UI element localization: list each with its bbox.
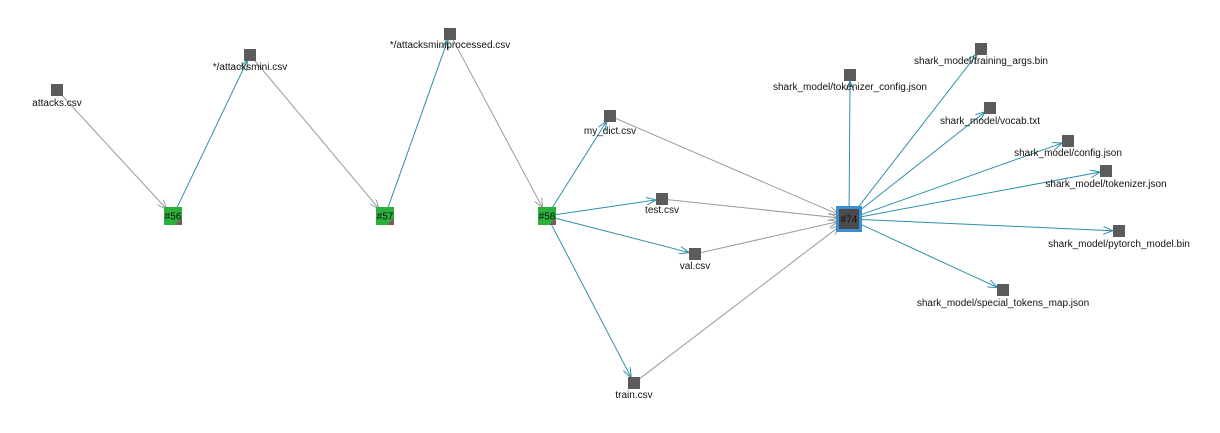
file-label-vocab: shark_model/vocab.txt bbox=[940, 116, 1040, 127]
file-node-test[interactable]: test.csv bbox=[645, 193, 679, 216]
square-file-icon bbox=[628, 377, 640, 389]
edge-attacks-to-run56 bbox=[60, 93, 167, 209]
edge-run74-to-pytorch_model bbox=[858, 218, 1112, 230]
edge-run74-to-tokenizer bbox=[858, 172, 1099, 218]
file-label-tokenizer_config: shark_model/tokenizer_config.json bbox=[773, 82, 927, 93]
edge-run56-to-attacksmini bbox=[176, 61, 248, 209]
file-label-attacks: attacks.csv bbox=[32, 98, 81, 109]
edges-layer bbox=[60, 38, 1112, 381]
run-node-run58[interactable]: #58 bbox=[538, 207, 556, 225]
run-corner-mark bbox=[175, 218, 182, 225]
edge-run58-to-test bbox=[554, 200, 655, 216]
square-file-icon bbox=[1100, 165, 1112, 177]
run-label-run58: #58 bbox=[539, 212, 556, 223]
edge-run74-to-training_args bbox=[854, 55, 977, 212]
square-file-icon bbox=[51, 84, 63, 96]
file-node-tokenizer[interactable]: shark_model/tokenizer.json bbox=[1045, 165, 1167, 190]
square-file-icon bbox=[689, 248, 701, 260]
run-label-run56: #56 bbox=[165, 212, 182, 223]
nodes-layer: attacks.csv */attacksmini.csv */attacksmin… bbox=[32, 28, 1190, 401]
file-node-attacksminiprocessed[interactable]: */attacksminiprocessed.csv bbox=[390, 28, 511, 51]
edge-attacksminiprocessed-to-run58 bbox=[452, 38, 543, 207]
edge-train-to-run74 bbox=[637, 226, 839, 381]
file-node-pytorch_model[interactable]: shark_model/pytorch_model.bin bbox=[1048, 225, 1190, 250]
file-label-tokenizer: shark_model/tokenizer.json bbox=[1045, 179, 1166, 190]
file-node-val[interactable]: val.csv bbox=[680, 248, 711, 272]
file-label-config: shark_model/config.json bbox=[1014, 148, 1122, 159]
edge-run74-to-vocab bbox=[856, 112, 985, 214]
square-file-icon bbox=[604, 110, 616, 122]
file-label-training_args: shark_model/training_args.bin bbox=[914, 56, 1048, 67]
file-label-special_tokens_map: shark_model/special_tokens_map.json bbox=[917, 298, 1089, 309]
run-square-icon bbox=[376, 207, 394, 225]
edge-run58-to-val bbox=[554, 217, 688, 252]
edge-my_dict-to-run74 bbox=[614, 117, 838, 214]
run-square-icon bbox=[538, 207, 556, 225]
file-label-my_dict: my_dict.csv bbox=[584, 126, 636, 137]
run-node-run74[interactable]: #74 bbox=[836, 206, 862, 232]
run-square-icon bbox=[164, 207, 182, 225]
file-node-train[interactable]: train.csv bbox=[615, 377, 653, 401]
square-file-icon bbox=[844, 69, 856, 81]
square-file-icon bbox=[984, 102, 996, 114]
file-label-attacksminiprocessed: */attacksminiprocessed.csv bbox=[390, 40, 511, 51]
file-node-attacks[interactable]: attacks.csv bbox=[32, 84, 82, 109]
run-square-icon bbox=[839, 209, 859, 229]
edge-val-to-run74 bbox=[700, 222, 837, 254]
file-node-special_tokens_map[interactable]: shark_model/special_tokens_map.json bbox=[917, 284, 1089, 309]
square-file-icon bbox=[244, 49, 256, 61]
file-node-training_args[interactable]: shark_model/training_args.bin bbox=[914, 43, 1048, 67]
edge-run74-to-config bbox=[858, 143, 1061, 217]
square-file-icon bbox=[656, 193, 668, 205]
file-node-vocab[interactable]: shark_model/vocab.txt bbox=[940, 102, 1040, 127]
file-label-test: test.csv bbox=[645, 205, 679, 216]
file-label-train: train.csv bbox=[615, 390, 652, 401]
edge-run58-to-train bbox=[550, 222, 631, 377]
square-file-icon bbox=[444, 28, 456, 40]
square-file-icon bbox=[1062, 135, 1074, 147]
square-file-icon bbox=[997, 284, 1009, 296]
square-file-icon bbox=[975, 43, 987, 55]
run-node-run57[interactable]: #57 bbox=[376, 207, 394, 225]
file-label-pytorch_model: shark_model/pytorch_model.bin bbox=[1048, 239, 1190, 250]
edge-test-to-run74 bbox=[667, 199, 837, 218]
run-corner-mark bbox=[387, 218, 394, 225]
edge-run58-to-my_dict bbox=[550, 122, 606, 210]
file-label-attacksmini: */attacksmini.csv bbox=[213, 62, 287, 73]
run-node-run56[interactable]: #56 bbox=[164, 207, 182, 225]
file-node-tokenizer_config[interactable]: shark_model/tokenizer_config.json bbox=[773, 69, 927, 93]
run-label-run57: #57 bbox=[377, 212, 394, 223]
run-label-run74: #74 bbox=[841, 215, 858, 226]
edge-run74-to-special_tokens_map bbox=[857, 222, 997, 287]
edge-attacksmini-to-run57 bbox=[253, 58, 379, 208]
file-node-config[interactable]: shark_model/config.json bbox=[1014, 135, 1122, 159]
edge-run57-to-attacksminiprocessed bbox=[387, 41, 448, 209]
run-corner-mark bbox=[549, 218, 556, 225]
edge-run74-to-tokenizer_config bbox=[849, 82, 850, 210]
file-label-val: val.csv bbox=[680, 261, 711, 272]
file-node-my_dict[interactable]: my_dict.csv bbox=[584, 110, 636, 137]
square-file-icon bbox=[1113, 225, 1125, 237]
file-node-attacksmini[interactable]: */attacksmini.csv bbox=[213, 49, 287, 73]
